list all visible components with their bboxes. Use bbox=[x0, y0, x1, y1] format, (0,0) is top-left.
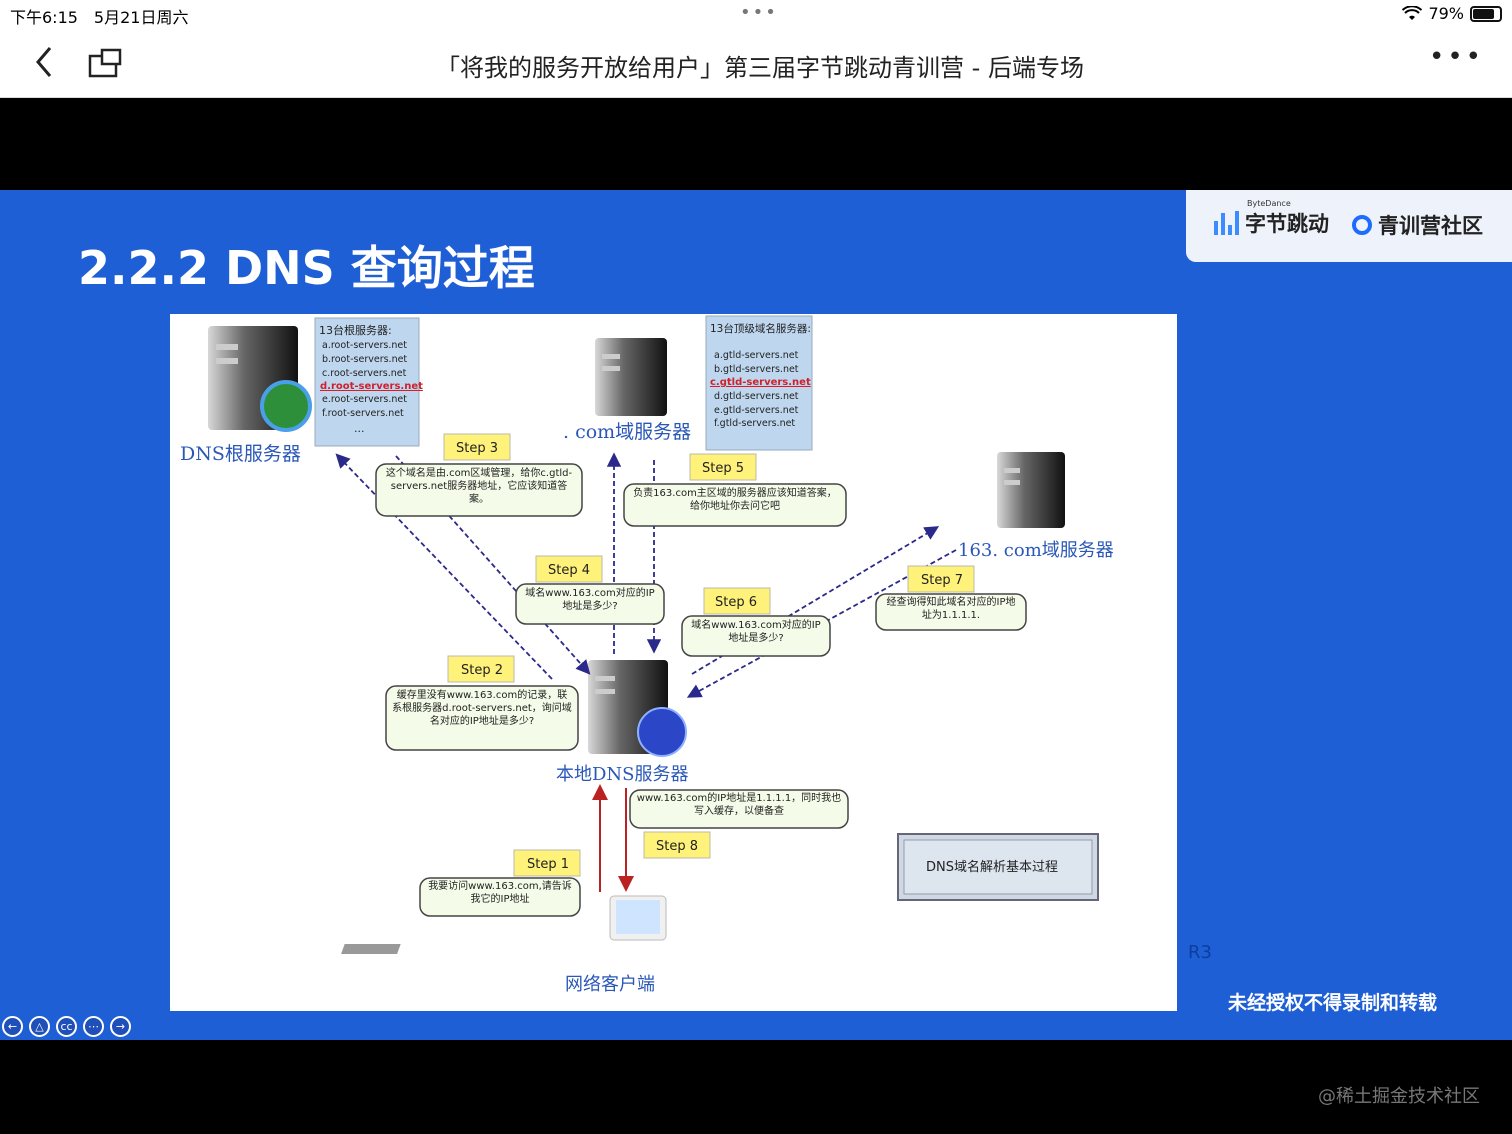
svg-text:Step 8: Step 8 bbox=[656, 839, 698, 854]
step-label: Step 4 bbox=[535, 555, 603, 583]
bubble-step5: 负责163.com主区域的服务器应该知道答案，给你地址你去问它吧 bbox=[623, 483, 847, 527]
tld-server-list: 13台顶级域名服务器: a.gtld-servers.net b.gtld-se… bbox=[705, 315, 813, 451]
tld-list-item: e.gtld-servers.net bbox=[714, 405, 799, 416]
community-text: 青训营社区 bbox=[1378, 214, 1483, 238]
slide-title: 2.2.2 DNS 查询过程 bbox=[78, 241, 535, 295]
client-computer-icon bbox=[341, 895, 667, 954]
bubble-step3: 这个域名是由.com区域管理，给你c.gtld-servers.net服务器地址… bbox=[375, 463, 583, 517]
local-dns-server-icon bbox=[588, 660, 687, 757]
step-label: Step 5 bbox=[689, 453, 757, 481]
logo-area: ByteDance 字节跳动 青训营社区 bbox=[1186, 190, 1512, 262]
community-logo: 青训营社区 bbox=[1352, 210, 1483, 240]
page-title: 「将我的服务开放给用户」第三届字节跳动青训营 - 后端专场 bbox=[436, 54, 1084, 82]
root-list-title: 13台根服务器: bbox=[319, 323, 392, 337]
credit-watermark: @稀土掘金技术社区 bbox=[1318, 1086, 1480, 1107]
root-server-list: 13台根服务器: a.root-servers.net b.root-serve… bbox=[314, 317, 423, 447]
slide: 2.2.2 DNS 查询过程 ByteDance 字节跳动 青训营社区 bbox=[0, 190, 1512, 1040]
step-label: Step 1 bbox=[513, 849, 581, 877]
bytedance-logo: ByteDance 字节跳动 bbox=[1214, 199, 1329, 238]
local-dns-label: 本地DNS服务器 bbox=[556, 764, 689, 785]
battery-percent: 79% bbox=[1428, 4, 1464, 23]
163-server-label: 163. com域服务器 bbox=[958, 540, 1114, 561]
bubble-step7: 经查询得知此域名对应的IP地址为1.1.1.1. bbox=[875, 593, 1027, 631]
process-box-label: DNS域名解析基本过程 bbox=[926, 859, 1058, 875]
prev-icon[interactable]: ← bbox=[2, 1016, 23, 1037]
root-list-item: ... bbox=[354, 422, 365, 435]
tld-list-item: a.gtld-servers.net bbox=[714, 350, 799, 361]
svg-text:Step 7: Step 7 bbox=[921, 573, 963, 588]
bubble-step2: 缓存里没有www.163.com的记录，联系根服务器d.root-servers… bbox=[385, 685, 579, 751]
step-label: Step 2 bbox=[447, 655, 515, 683]
step-label: Step 7 bbox=[907, 565, 975, 593]
process-box: DNS域名解析基本过程 bbox=[897, 833, 1099, 901]
root-list-item: e.root-servers.net bbox=[322, 394, 407, 405]
status-right: 79% bbox=[1402, 4, 1502, 23]
client-arrows bbox=[592, 784, 634, 892]
root-list-item: c.root-servers.net bbox=[322, 368, 407, 379]
bubble-step8: www.163.com的IP地址是1.1.1.1，同时我也写入缓存，以便备查 bbox=[629, 789, 849, 829]
more-button[interactable]: ••• bbox=[1428, 42, 1484, 72]
window-icon[interactable] bbox=[88, 48, 122, 78]
status-bar: 下午6:15 5月21日周六 ••• 79% bbox=[0, 0, 1512, 28]
next-icon[interactable]: → bbox=[110, 1016, 131, 1037]
bubble-step4: 域名www.163.com对应的IP地址是多少? bbox=[515, 583, 665, 625]
bytedance-small-text: ByteDance bbox=[1247, 199, 1291, 208]
tld-list-item: f.gtld-servers.net bbox=[714, 418, 795, 429]
pen-icon[interactable]: △ bbox=[29, 1016, 50, 1037]
163-server-icon bbox=[997, 452, 1065, 528]
player-controls: ← △ cc ⋯ → bbox=[2, 1016, 131, 1037]
com-server-label: . com域服务器 bbox=[563, 421, 691, 443]
svg-text:Step 2: Step 2 bbox=[461, 663, 503, 678]
step-label: Step 8 bbox=[643, 831, 711, 859]
svg-text:Step 6: Step 6 bbox=[715, 595, 757, 610]
nav-bar: 「将我的服务开放给用户」第三届字节跳动青训营 - 后端专场 ••• bbox=[0, 28, 1512, 98]
tld-list-item-highlight: c.gtld-servers.net bbox=[710, 377, 811, 388]
svg-text:Step 3: Step 3 bbox=[456, 441, 498, 456]
dns-diagram-svg: 13台根服务器: a.root-servers.net b.root-serve… bbox=[180, 315, 1114, 995]
captions-icon[interactable]: cc bbox=[56, 1016, 77, 1037]
svg-text:Step 1: Step 1 bbox=[527, 857, 569, 872]
battery-icon bbox=[1470, 5, 1502, 22]
wifi-icon bbox=[1402, 5, 1423, 20]
root-server-icon bbox=[208, 326, 312, 432]
tld-list-title: 13台顶级域名服务器: bbox=[710, 322, 811, 335]
bytedance-bars-icon bbox=[1214, 211, 1239, 235]
dns-diagram: 13台根服务器: a.root-servers.net b.root-serve… bbox=[170, 314, 1177, 1011]
speech-bubbles: 这个域名是由.com区域管理，给你c.gtld-servers.net服务器地址… bbox=[375, 463, 1027, 917]
client-label: 网络客户端 bbox=[565, 974, 655, 995]
step-labels: Step 3 Step 5 Step 4 Step 6 Step 7 Step … bbox=[443, 433, 975, 877]
root-list-item: b.root-servers.net bbox=[322, 354, 407, 365]
more-options-icon[interactable]: ⋯ bbox=[83, 1016, 104, 1037]
battery-fill bbox=[1473, 8, 1494, 19]
tld-list-item: b.gtld-servers.net bbox=[714, 364, 799, 375]
root-list-item: f.root-servers.net bbox=[322, 408, 404, 419]
step-label: Step 6 bbox=[703, 587, 771, 615]
slide-code: R3 bbox=[1188, 942, 1212, 963]
com-server-icon bbox=[595, 338, 667, 416]
bytedance-text: 字节跳动 bbox=[1245, 212, 1329, 236]
back-icon[interactable] bbox=[28, 42, 64, 82]
svg-text:Step 5: Step 5 bbox=[702, 461, 744, 476]
tld-list-item: d.gtld-servers.net bbox=[714, 391, 799, 402]
bubble-step6: 域名www.163.com对应的IP地址是多少? bbox=[681, 615, 831, 657]
svg-text:Step 4: Step 4 bbox=[548, 563, 590, 578]
root-server-label: DNS根服务器 bbox=[180, 443, 301, 465]
root-list-item: a.root-servers.net bbox=[322, 340, 407, 351]
copyright-watermark: 未经授权不得录制和转载 bbox=[1228, 992, 1438, 1014]
multitask-handle[interactable]: ••• bbox=[740, 2, 778, 23]
community-ring-icon bbox=[1352, 215, 1372, 235]
bubble-step1: 我要访问www.163.com,请告诉我它的IP地址 bbox=[419, 877, 581, 917]
root-list-item-highlight: d.root-servers.net bbox=[320, 381, 423, 392]
step-label: Step 3 bbox=[443, 433, 511, 461]
status-time: 下午6:15 5月21日周六 bbox=[10, 8, 189, 27]
